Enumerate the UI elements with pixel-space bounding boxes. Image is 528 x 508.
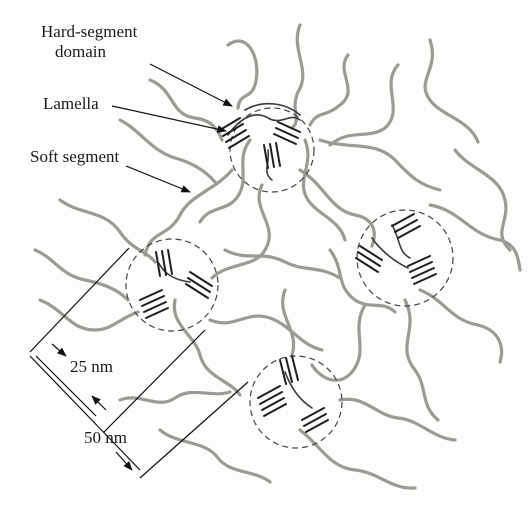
lamellae	[140, 118, 436, 432]
lamella-label: Lamella	[43, 94, 99, 114]
lamella-stack-top-bottom	[264, 143, 280, 168]
soft-segment-arrow	[126, 166, 190, 192]
hard-segment-domain-label-line2: domain	[41, 42, 137, 62]
dimension-25nm	[30, 248, 205, 432]
soft-segment-chains	[35, 25, 520, 488]
lamella-stack-bottom-left	[258, 386, 286, 416]
lamella-stack-right-lower	[408, 256, 436, 284]
lamella-stack-left-upper	[156, 250, 172, 276]
soft-segment-label: Soft segment	[30, 147, 119, 167]
lamella-stack-right-left	[356, 246, 382, 272]
lamella-stack-left-lower	[140, 290, 168, 318]
lamella-stack-left-right	[186, 272, 212, 298]
lamella-stack-top-left	[220, 118, 249, 148]
lamella-stack-bottom-right	[302, 408, 328, 432]
dimension-25nm-label: 25 nm	[70, 357, 113, 377]
hard-segment-domain-label-line1: Hard-segment	[41, 22, 137, 42]
hard-segment-domain-arrow	[150, 64, 232, 106]
dimension-50nm-label: 50 nm	[84, 428, 127, 448]
hard-segment-domain-label: Hard-segment domain	[41, 22, 137, 62]
domain-left	[126, 239, 218, 331]
